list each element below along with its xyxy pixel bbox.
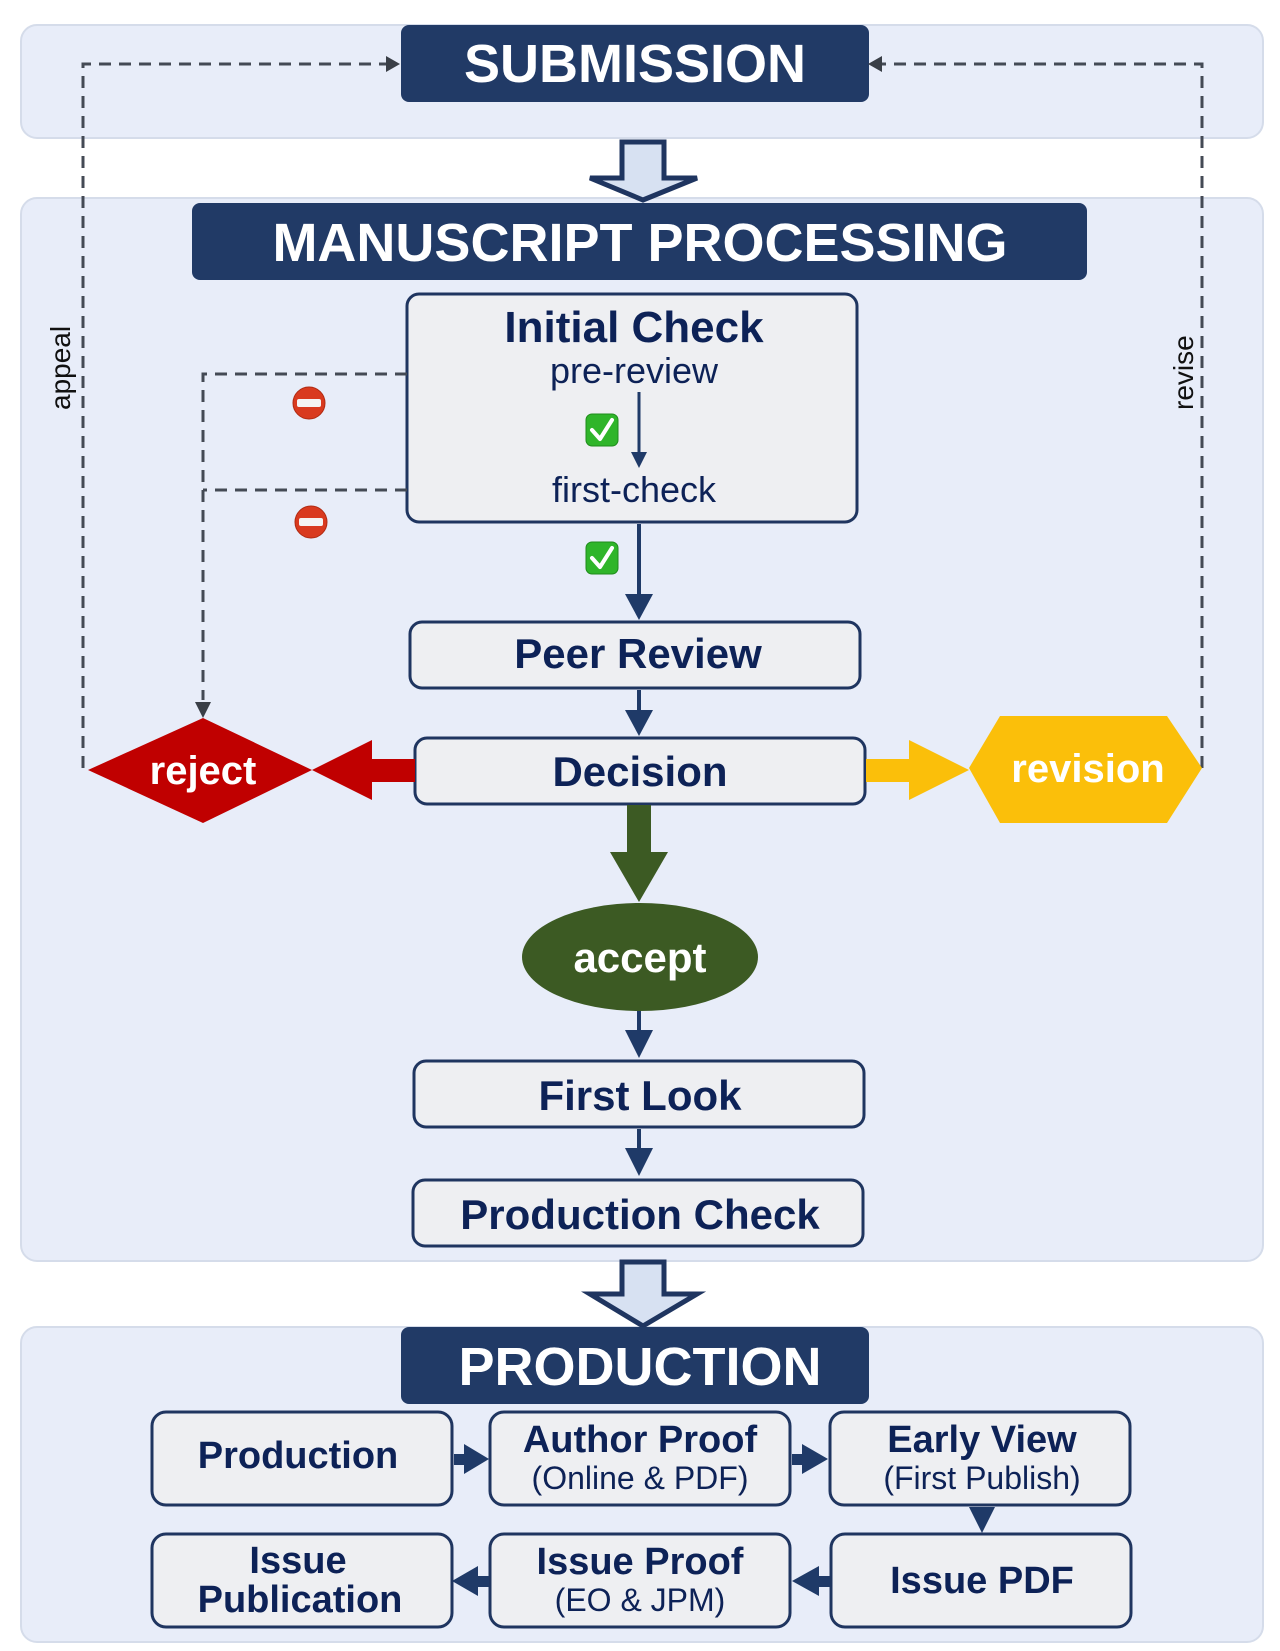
reject-dashed-arrowhead [195, 702, 211, 718]
check-mark-icon [585, 413, 619, 447]
revision-label: revision [1011, 747, 1164, 791]
prod-arrow-1-shaft [454, 1454, 464, 1465]
accept-arrow-head [610, 852, 668, 902]
accept-arrow-shaft [627, 805, 651, 853]
first-look-node: First Look [412, 1059, 866, 1129]
accept-node: accept [522, 903, 758, 1011]
prod-arrow-5-head [452, 1566, 478, 1596]
decision-node: Decision [413, 736, 867, 806]
revision-node: revision [969, 716, 1202, 823]
issue-publication-node: Issue Publication [150, 1532, 454, 1629]
early-view-title: Early View [887, 1419, 1077, 1461]
submission-header: SUBMISSION [401, 25, 869, 102]
manuscript-title: MANUSCRIPT PROCESSING [272, 213, 1007, 273]
peer-review-node: Peer Review [408, 620, 862, 690]
issue-publication-subtitle: Publication [198, 1579, 403, 1621]
initial-to-peer-arrowhead [625, 594, 653, 620]
issue-proof-node: Issue Proof (EO & JPM) [488, 1532, 792, 1629]
manuscript-header: MANUSCRIPT PROCESSING [192, 203, 1087, 280]
no-entry-icon [294, 505, 328, 539]
issue-pdf-node: Issue PDF [829, 1532, 1133, 1629]
initial-check-node: Initial Check pre-review first-check [405, 292, 859, 524]
prod-arrow-4-shaft [819, 1576, 830, 1587]
reject-node: reject [88, 718, 312, 823]
appeal-loop-line [81, 62, 388, 768]
prod-arrow-4-head [792, 1566, 819, 1596]
prod-arrow-2-shaft [792, 1454, 802, 1465]
section-arrow-2 [581, 1259, 707, 1329]
production-header: PRODUCTION [401, 1327, 869, 1404]
production-step-node: Production [150, 1410, 454, 1507]
reject-arrow-shaft [372, 759, 415, 782]
pre-review-arrowhead [631, 452, 647, 468]
production-check-node: Production Check [411, 1178, 865, 1248]
revision-arrow-head [909, 740, 969, 800]
issue-proof-subtitle: (EO & JPM) [555, 1582, 726, 1618]
peer-to-decision-arrowhead [625, 710, 653, 736]
early-view-node: Early View (First Publish) [828, 1410, 1132, 1507]
section-arrow-1 [589, 139, 698, 203]
pre-review-label: pre-review [550, 350, 719, 391]
appeal-label: appeal [45, 326, 76, 410]
prod-arrow-1-head [464, 1444, 489, 1474]
production-check-label: Production Check [460, 1191, 820, 1238]
author-proof-subtitle: (Online & PDF) [532, 1460, 749, 1496]
peer-review-label: Peer Review [514, 630, 762, 677]
revise-label: revise [1168, 335, 1199, 410]
pre-review-reject-line [201, 372, 407, 700]
issue-proof-title: Issue Proof [537, 1541, 744, 1583]
issue-publication-title: Issue [249, 1540, 346, 1582]
prod-arrow-2-head [802, 1444, 828, 1474]
issue-pdf-title: Issue PDF [890, 1560, 1074, 1602]
reject-label: reject [150, 749, 257, 793]
prod-arrow-5-shaft [478, 1576, 489, 1587]
early-view-subtitle: (First Publish) [883, 1460, 1080, 1496]
revise-loop-line [882, 62, 1204, 768]
production-step-title: Production [198, 1435, 399, 1477]
prod-arrow-3-head [969, 1507, 995, 1533]
check-mark-icon [585, 541, 619, 575]
revise-arrowhead [868, 56, 882, 72]
reject-arrow-head [312, 740, 372, 800]
first-look-label: First Look [538, 1072, 742, 1119]
production-title: PRODUCTION [459, 1337, 822, 1397]
first-check-label: first-check [552, 469, 717, 510]
firstlook-to-prodcheck-arrowhead [625, 1148, 653, 1176]
submission-title: SUBMISSION [464, 34, 806, 94]
initial-check-title: Initial Check [504, 303, 764, 352]
author-proof-title: Author Proof [523, 1419, 758, 1461]
author-proof-node: Author Proof (Online & PDF) [488, 1410, 792, 1507]
no-entry-icon [292, 386, 326, 420]
decision-label: Decision [552, 748, 727, 795]
accept-to-firstlook-arrowhead [625, 1030, 653, 1058]
appeal-arrowhead [386, 56, 400, 72]
accept-label: accept [573, 934, 706, 981]
revision-arrow-shaft [866, 759, 909, 782]
